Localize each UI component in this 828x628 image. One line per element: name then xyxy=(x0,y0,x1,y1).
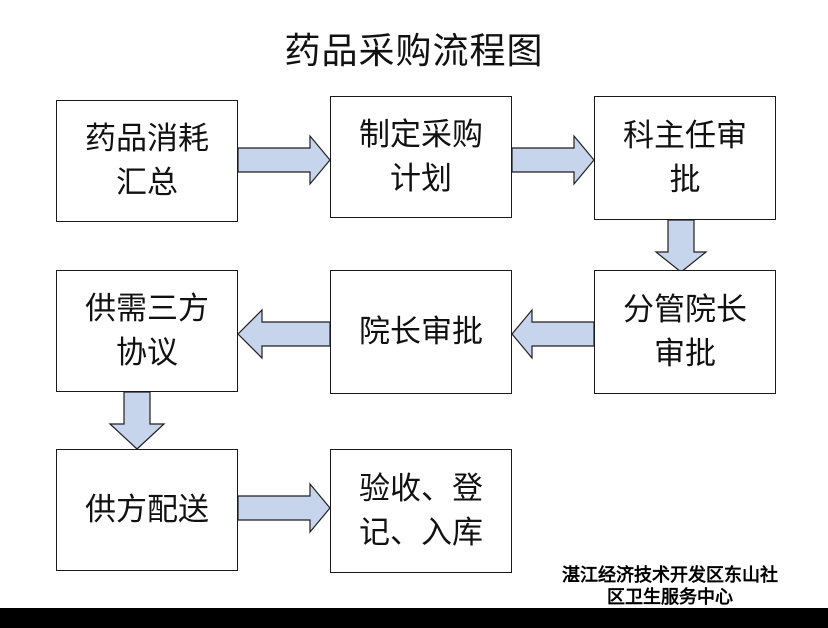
bottom-black-bar xyxy=(0,608,828,628)
step-drug-consumption-summary: 药品消耗 汇总 xyxy=(56,100,238,222)
step-label-line2: 计划 xyxy=(390,161,452,197)
step-supplier-delivery: 供方配送 xyxy=(56,449,238,571)
step-department-director-approval: 科主任审 批 xyxy=(594,96,776,220)
step-president-approval: 院长审批 xyxy=(330,270,512,394)
step-label-line1: 院长审批 xyxy=(359,314,483,350)
step-label-line1: 分管院长 xyxy=(623,292,747,328)
step-label-line2: 批 xyxy=(669,162,701,198)
arrow-director-to-deputy xyxy=(654,219,708,273)
step-label-line2: 记、入库 xyxy=(359,515,483,551)
step-deputy-president-approval: 分管院长 审批 xyxy=(594,270,776,394)
step-label-line1: 科主任审 xyxy=(623,118,747,154)
arrow-plan-to-director xyxy=(511,134,595,186)
step-label-line1: 药品消耗 xyxy=(85,121,209,157)
credit-line2: 区卫生服务中心 xyxy=(607,587,733,608)
credit-line1: 湛江经济技术开发区东山社 xyxy=(562,565,778,586)
step-label-line1: 供需三方 xyxy=(85,291,209,327)
step-label-line2: 汇总 xyxy=(116,165,178,201)
arrow-agreement-to-delivery xyxy=(108,391,166,450)
arrow-consumption-to-plan xyxy=(237,134,331,186)
arrow-deputy-to-president xyxy=(511,308,595,360)
arrow-president-to-agreement xyxy=(237,308,331,360)
step-label-line1: 验收、登 xyxy=(359,471,483,507)
step-acceptance-registration-storage: 验收、登 记、入库 xyxy=(330,449,512,573)
organization-credit: 湛江经济技术开发区东山社 区卫生服务中心 xyxy=(520,565,820,609)
diagram-title: 药品采购流程图 xyxy=(284,31,544,72)
arrow-delivery-to-acceptance xyxy=(237,482,331,534)
step-label-line2: 审批 xyxy=(654,336,716,372)
step-agreement: 供需三方 协议 xyxy=(56,270,238,392)
step-label-line1: 制定采购 xyxy=(359,117,483,153)
step-label-line1: 供方配送 xyxy=(85,492,209,528)
step-label-line2: 协议 xyxy=(116,335,178,371)
step-make-purchase-plan: 制定采购 计划 xyxy=(330,96,512,218)
